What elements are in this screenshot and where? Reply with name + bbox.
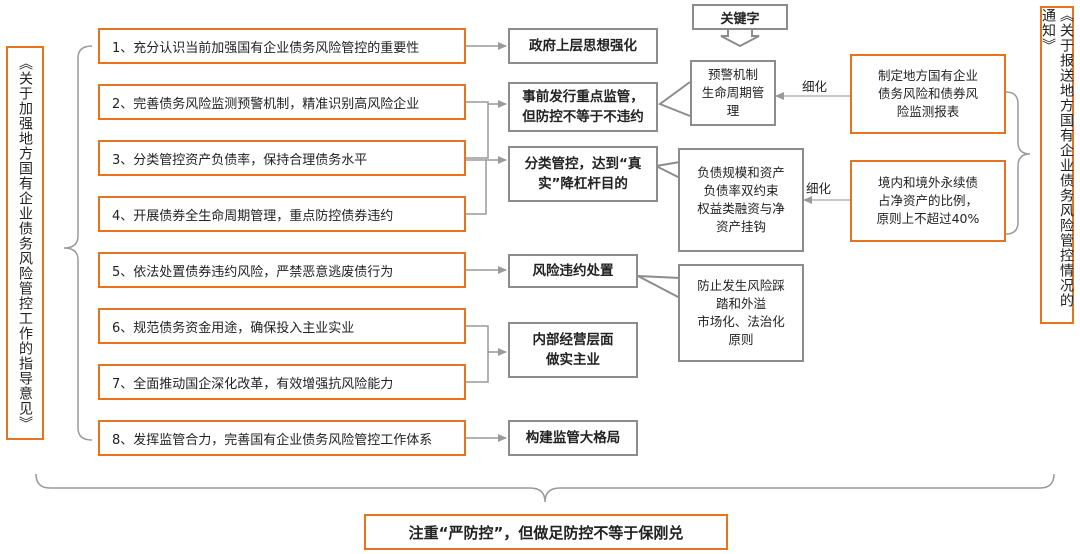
note-2-text: 负债规模和资产 负债率双约束 权益类融资与净 资产挂钩	[697, 165, 785, 234]
keyword-label: 关键字	[692, 4, 788, 30]
bracket-items-6-7	[466, 325, 489, 383]
callout-pointer-2	[652, 161, 681, 179]
item-1: 1、充分认识当前加强国有企业债务风险管控的重要性	[98, 28, 466, 64]
right-document-title: 《关于报送地方国有企业债务风险管控情况的通知》	[1040, 6, 1074, 324]
result-2-text: 事前发行重点监管， 但防控不等于不违约	[522, 89, 644, 125]
left-title-text: 《关于加强地方国有企业债务风险管控工作的指导意见》	[17, 55, 33, 431]
bracket-items-3-4	[466, 159, 487, 215]
note-3-text: 防止发生风险踩 踏和外溢 市场化、法治化 原则	[697, 278, 785, 347]
bottom-brace	[35, 473, 1055, 503]
right-brace	[1005, 91, 1031, 235]
note-3: 防止发生风险踩 踏和外溢 市场化、法治化 原则	[678, 264, 804, 362]
bracket-items-2-3	[466, 101, 489, 159]
right-box-1: 制定地方国有企业 债务风险和债券风 险监测报表	[850, 54, 1006, 134]
refine-label-1: 细化	[802, 79, 828, 94]
result-6-text: 构建监管大格局	[525, 430, 621, 446]
result-2: 事前发行重点监管， 但防控不等于不违约	[508, 82, 658, 132]
right-box-2-text: 境内和境外永续债 占净资产的比例， 原则上不超过40%	[876, 175, 980, 226]
right-box-2: 境内和境外永续债 占净资产的比例， 原则上不超过40%	[850, 160, 1006, 242]
item-4: 4、开展债券全生命周期管理，重点防控债券违约	[98, 196, 466, 232]
result-6: 构建监管大格局	[508, 420, 638, 456]
result-3-text: 分类管控，达到“真 实”降杠杆目的	[524, 156, 642, 192]
note-2: 负债规模和资产 负债率双约束 权益类融资与净 资产挂钩	[678, 148, 804, 252]
result-4-text: 风险违约处置	[532, 263, 614, 279]
result-5-text: 内部经营层面 做实主业	[532, 332, 614, 368]
item-5: 5、依法处置债券违约风险，严禁恶意逃废债行为	[98, 252, 466, 288]
right-box-1-text: 制定地方国有企业 债务风险和债券风 险监测报表	[877, 68, 978, 119]
left-brace	[63, 45, 93, 441]
callout-pointer-3	[637, 275, 681, 299]
item-6: 6、规范债务资金用途，确保投入主业实业	[98, 308, 466, 344]
result-4: 风险违约处置	[508, 254, 638, 288]
left-document-title: 《关于加强地方国有企业债务风险管控工作的指导意见》	[6, 46, 44, 440]
result-1: 政府上层思想强化	[508, 28, 658, 64]
right-title-text: 《关于报送地方国有企业债务风险管控情况的通知》	[1040, 8, 1074, 308]
item-7: 7、全面推动国企深化改革，有效增强抗风险能力	[98, 364, 466, 400]
bottom-conclusion: 注重“严防控”，但做足防控不等于保刚兑	[364, 514, 728, 550]
item-2: 2、完善债务风险监测预警机制，精准识别高风险企业	[98, 84, 466, 120]
result-5: 内部经营层面 做实主业	[508, 322, 638, 378]
result-1-text: 政府上层思想强化	[529, 38, 637, 54]
refine-label-2: 细化	[806, 181, 832, 196]
item-3: 3、分类管控资产负债率，保持合理债务水平	[98, 140, 466, 176]
keyword-down-arrow	[720, 30, 760, 48]
note-1: 预警机制 生命周期管理	[690, 60, 776, 126]
item-8: 8、发挥监管合力，完善国有企业债务风险管控工作体系	[98, 420, 466, 456]
note-1-text: 预警机制 生命周期管理	[701, 67, 765, 118]
result-3: 分类管控，达到“真 实”降杠杆目的	[508, 146, 658, 202]
callout-pointer-1	[657, 81, 691, 117]
